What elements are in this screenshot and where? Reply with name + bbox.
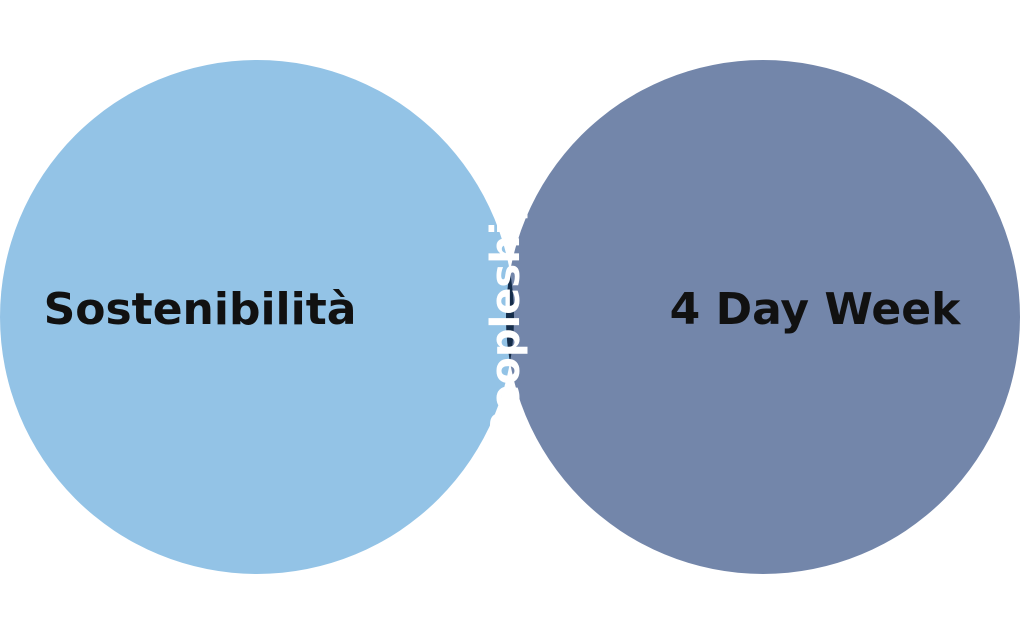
left-set-label: Sostenibilità [44,284,357,335]
right-set-label: 4 Day Week [670,284,962,335]
venn-circle-left [0,60,514,574]
venn-circle-right [506,60,1020,574]
intersection-label: Peopleship [483,193,529,441]
